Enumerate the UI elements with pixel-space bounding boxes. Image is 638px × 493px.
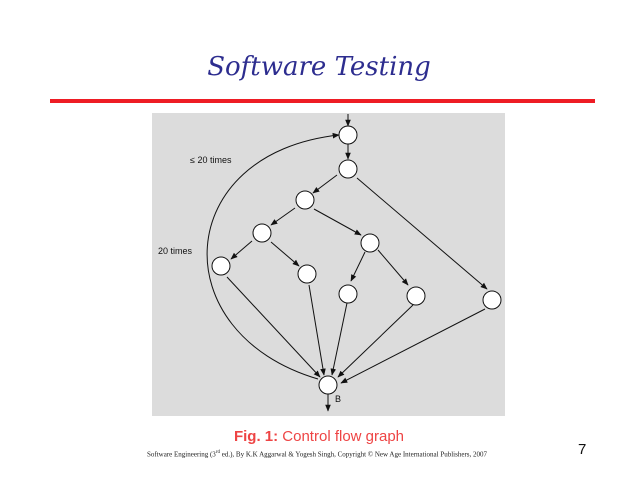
node-8 — [338, 284, 358, 304]
edge-3-6 — [313, 208, 362, 236]
edge-2-3 — [312, 174, 338, 194]
node-7 — [297, 264, 317, 284]
node-2 — [338, 159, 358, 179]
edge-2-9 — [356, 177, 488, 290]
loop-back-edge — [206, 132, 340, 380]
slide-title: Software Testing — [207, 52, 431, 82]
node-1 — [338, 125, 358, 145]
edge-7-exit — [308, 284, 326, 376]
edge-8-exit — [330, 302, 348, 376]
edge-9-exit — [340, 308, 486, 384]
exit-node-label: B — [335, 394, 341, 404]
edge-6-8 — [350, 251, 366, 282]
figure-caption: Fig. 1: Control flow graph — [0, 428, 638, 445]
edge-3-4 — [270, 207, 296, 226]
control-flow-graph: ≤ 20 times 20 times B — [158, 114, 502, 412]
loop-inner-label: ≤ 20 times — [190, 155, 232, 165]
footer-superscript: rd — [215, 450, 220, 455]
caption-text: Control flow graph — [278, 428, 405, 445]
edge-4-7 — [270, 241, 300, 267]
title-divider — [50, 99, 595, 103]
node-5 — [211, 256, 231, 276]
edge-10-exit — [337, 304, 414, 378]
edge-4-5 — [230, 240, 253, 260]
copyright-footer: Software Engineering (3rd ed.), By K.K A… — [147, 450, 547, 458]
footer-text-start: Software Engineering (3 — [147, 450, 216, 459]
edge-6-10 — [377, 249, 409, 286]
page-number: 7 — [578, 441, 587, 458]
node-4 — [252, 223, 272, 243]
loop-outer-label: 20 times — [158, 246, 193, 256]
caption-label: Fig. 1: — [233, 428, 279, 445]
footer-text-end: ed.), By K.K Aggarwal & Yogesh Singh, Co… — [219, 450, 488, 459]
edge-5-exit — [226, 276, 321, 378]
node-10 — [406, 286, 426, 306]
node-3 — [295, 190, 315, 210]
control-flow-graph-figure: ≤ 20 times 20 times B — [152, 113, 505, 416]
node-6 — [360, 233, 380, 253]
node-exit — [318, 375, 338, 395]
node-9 — [482, 290, 502, 310]
